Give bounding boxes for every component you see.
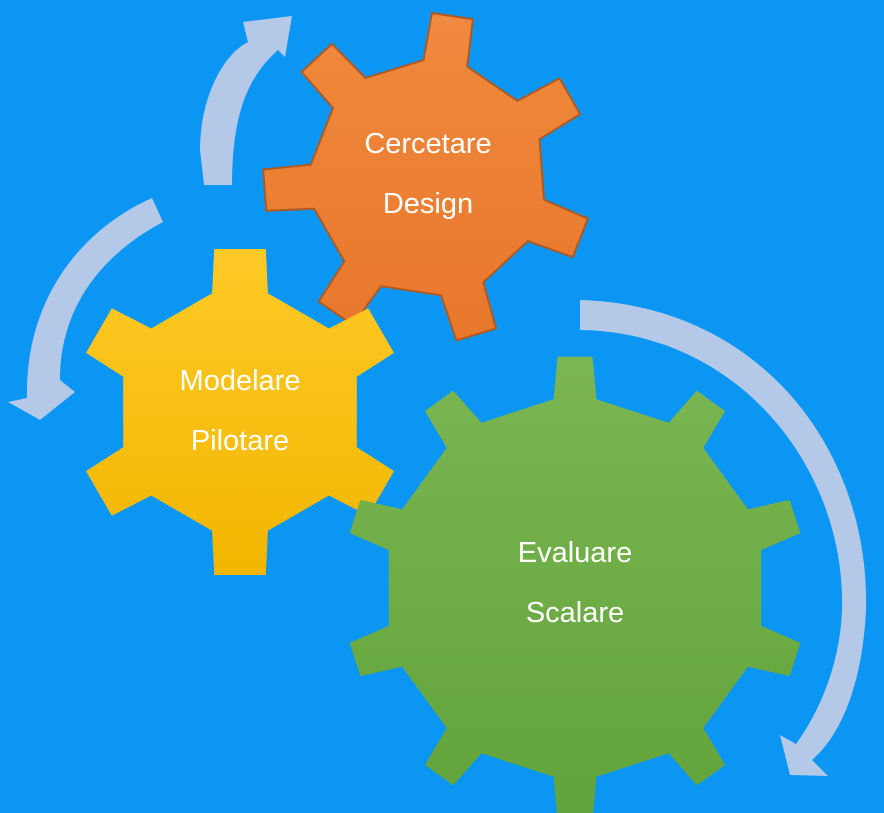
gear-research-label-line1: Cercetare [364, 128, 491, 160]
arrow-to-modeling [8, 198, 163, 420]
cycle-arrows [8, 16, 867, 776]
gear-evaluation-shape [349, 356, 801, 813]
gear-evaluation-label-line2: Scalare [526, 597, 624, 629]
gear-evaluation-label-line1: Evaluare [518, 537, 632, 569]
arrow-to-research [200, 16, 292, 185]
gear-evaluation: Evaluare Scalare [349, 356, 801, 813]
gear-modeling-label-line1: Modelare [180, 365, 301, 397]
gear-modeling-label-line2: Pilotare [191, 425, 289, 457]
gear-modeling-shape [86, 249, 394, 575]
gear-research: Cercetare Design [262, 11, 590, 342]
arrow-to-evaluation [580, 300, 867, 776]
gear-research-label-line2: Design [383, 188, 473, 220]
gear-modeling: Modelare Pilotare [86, 249, 394, 575]
gear-research-shape [262, 11, 590, 342]
